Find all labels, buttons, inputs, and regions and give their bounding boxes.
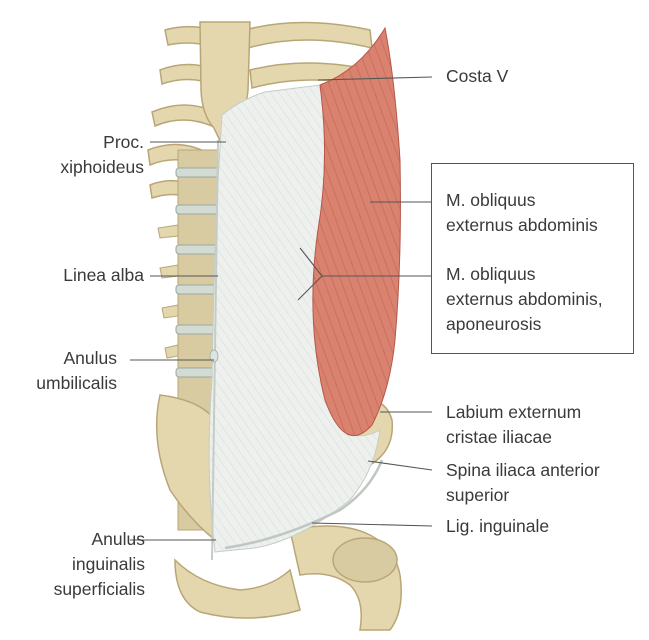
leader-lines [130,76,433,541]
label-lig-inguinale: Lig. inguinale [446,516,550,536]
label-m-obliquus-externus: M. obliquus externus abdominis [446,190,598,235]
label-linea-alba: Linea alba [63,265,144,285]
umbilicus [209,349,219,363]
external-oblique-muscle [312,26,401,436]
label-spina-iliaca: Spina iliaca anterior superior [446,460,600,505]
inguinal-ligament [224,459,384,550]
label-m-obliquus-externus-aponeurosis: M. obliquus externus abdominis, aponeuro… [446,264,603,334]
rib-cage [147,21,383,202]
label-anulus-inguinalis-superficialis: Anulus inguinalis superficialis [53,529,145,599]
label-anulus-umbilicalis: Anulus umbilicalis [36,348,117,393]
pelvis [155,394,402,631]
label-proc-xiphoideus: Proc. xiphoideus [60,132,144,177]
muscle-group-bracket [431,163,634,354]
label-costa-v: Costa V [446,66,509,86]
label-labium-externum: Labium externum cristae iliacae [446,402,582,447]
